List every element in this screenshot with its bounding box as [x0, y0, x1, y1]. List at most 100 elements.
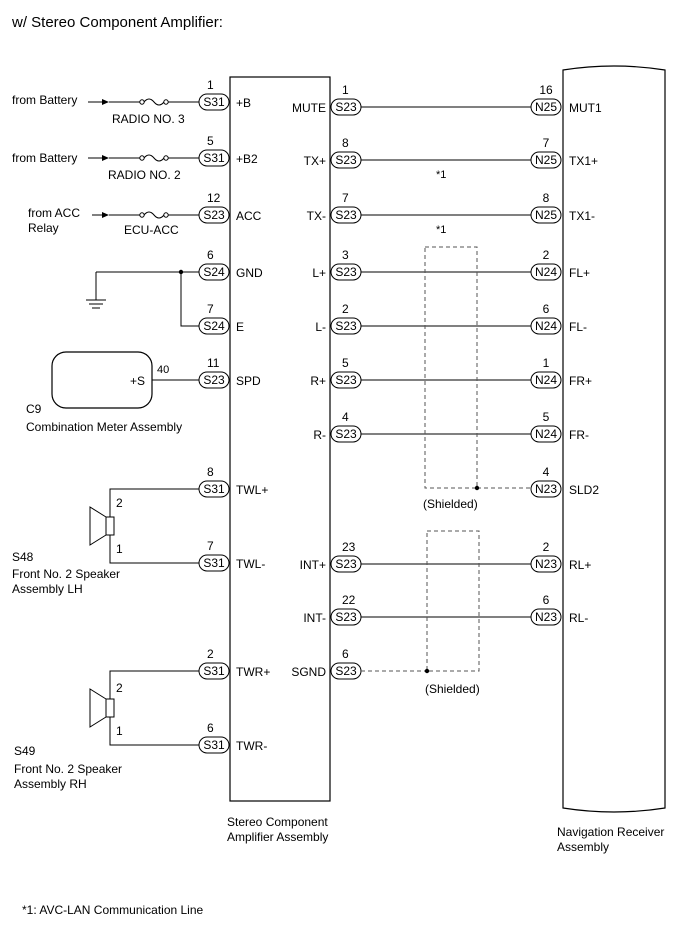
- nav-connector-0-code: N25: [535, 100, 557, 114]
- amp-right-pin-number-0: 1: [342, 83, 349, 97]
- amp-left-pin-label-5: SPD: [236, 374, 261, 388]
- amp-right-pin-number-9: 6: [342, 647, 349, 661]
- meter-name: Combination Meter Assembly: [26, 420, 182, 434]
- ground-e-wire: [180, 272, 199, 327]
- nav-pin-label-3: FL+: [569, 266, 590, 280]
- fuse-icon-2: [143, 211, 165, 219]
- nav-pin-number-1: 7: [543, 136, 550, 150]
- receiver-name-line1: Navigation Receiver: [557, 825, 664, 839]
- amp-left-connector-6-code: S31: [203, 482, 225, 496]
- power-source-3-line2: Relay: [28, 221, 59, 235]
- speaker-lh-minus-wire: [109, 535, 199, 564]
- amp-left-pin-label-7: TWL-: [236, 557, 265, 571]
- speaker-rh-pin-top: 2: [116, 681, 123, 695]
- amp-right-pin-label-5: R+: [310, 374, 326, 388]
- amp-right-pin-label-9: SGND: [291, 665, 326, 679]
- fuse-radio-no2-label: RADIO NO. 2: [108, 168, 181, 182]
- amplifier-name-line2: Amplifier Assembly: [227, 830, 328, 844]
- speaker-rh-name-line2: Assembly RH: [14, 777, 87, 791]
- amp-left-pin-label-1: +B2: [236, 152, 258, 166]
- power-source-1: from Battery: [12, 93, 77, 107]
- amp-right-pin-number-4: 2: [342, 302, 349, 316]
- amp-left-pin-number-8: 2: [207, 647, 214, 661]
- nav-connector-7-code: N23: [535, 482, 557, 496]
- receiver-name-line2: Assembly: [557, 840, 609, 854]
- amp-right-connector-7-code: S23: [335, 557, 357, 571]
- speaker-lh-pin-bottom: 1: [116, 542, 123, 556]
- fuse-terminal-b-1: [163, 155, 169, 161]
- fuse-terminal-a-2: [139, 212, 145, 218]
- amp-right-pin-label-6: R-: [313, 428, 326, 442]
- footnote: *1: AVC-LAN Communication Line: [22, 903, 204, 917]
- nav-pin-label-5: FR+: [569, 374, 592, 388]
- shield-front-box: [424, 246, 478, 489]
- nav-pin-number-8: 2: [543, 540, 550, 554]
- amp-right-connector-8-code: S23: [335, 610, 357, 624]
- amp-left-connector-1-code: S31: [203, 151, 225, 165]
- generated-wiring: S311+BS315+B2S2312ACCS246GNDS247ES2311SP…: [88, 78, 602, 754]
- amp-left-connector-4-code: S24: [203, 319, 225, 333]
- nav-pin-number-9: 6: [543, 593, 550, 607]
- meter-code: C9: [26, 402, 42, 416]
- speaker-lh-pin-top: 2: [116, 496, 123, 510]
- amp-right-pin-label-8: INT-: [303, 611, 326, 625]
- amp-right-pin-label-0: MUTE: [292, 101, 326, 115]
- amp-left-pin-number-5: 11: [207, 356, 220, 370]
- speaker-rh-code: S49: [14, 744, 36, 758]
- stereo-component-amplifier-box: [229, 76, 331, 802]
- amp-left-pin-label-8: TWR+: [236, 665, 270, 679]
- amp-left-pin-label-6: TWL+: [236, 483, 268, 497]
- nav-pin-number-0: 16: [539, 83, 553, 97]
- amp-right-connector-9-code: S23: [335, 664, 357, 678]
- meter-pin-label: +S: [130, 374, 145, 388]
- amp-left-pin-number-7: 7: [207, 539, 214, 553]
- speaker-lh-name-line2: Assembly LH: [12, 582, 83, 596]
- diagram-title: w/ Stereo Component Amplifier:: [11, 14, 223, 31]
- speaker-lh-code: S48: [12, 550, 34, 564]
- nav-pin-number-5: 1: [543, 356, 550, 370]
- nav-pin-label-8: RL+: [569, 558, 591, 572]
- fuse-radio-no3-label: RADIO NO. 3: [112, 112, 185, 126]
- amp-right-pin-number-6: 4: [342, 410, 349, 424]
- amp-left-pin-number-0: 1: [207, 78, 214, 92]
- nav-pin-number-2: 8: [543, 191, 550, 205]
- amp-left-pin-number-6: 8: [207, 465, 214, 479]
- amp-right-pin-number-2: 7: [342, 191, 349, 205]
- nav-connector-5-code: N24: [535, 373, 557, 387]
- nav-pin-number-7: 4: [543, 465, 550, 479]
- amp-right-pin-number-1: 8: [342, 136, 349, 150]
- wire-note-tx-plus: *1: [436, 169, 446, 181]
- amp-right-pin-label-3: L+: [312, 266, 326, 280]
- amp-left-connector-7-code: S31: [203, 556, 225, 570]
- nav-connector-1-code: N25: [535, 153, 557, 167]
- fuse-terminal-a-0: [139, 99, 145, 105]
- nav-pin-label-6: FR-: [569, 428, 589, 442]
- amp-right-connector-1-code: S23: [335, 153, 357, 167]
- ground-icon: [86, 272, 106, 309]
- amp-right-pin-label-7: INT+: [300, 558, 326, 572]
- nav-pin-label-9: RL-: [569, 611, 588, 625]
- nav-pin-label-4: FL-: [569, 320, 587, 334]
- shield-label-rear: (Shielded): [425, 682, 480, 696]
- amp-left-pin-label-9: TWR-: [236, 739, 267, 753]
- fuse-ecu-acc-label: ECU-ACC: [124, 223, 179, 237]
- nav-connector-6-code: N24: [535, 427, 557, 441]
- amp-right-connector-4-code: S23: [335, 319, 357, 333]
- amp-left-connector-8-code: S31: [203, 664, 225, 678]
- fuse-icon-0: [143, 98, 165, 106]
- amp-left-connector-3-code: S24: [203, 265, 225, 279]
- amp-left-pin-number-2: 12: [207, 191, 221, 205]
- nav-pin-label-0: MUT1: [569, 101, 602, 115]
- nav-connector-9-code: N23: [535, 610, 557, 624]
- amp-left-connector-9-code: S31: [203, 738, 225, 752]
- speaker-rh-minus-wire: [109, 717, 199, 746]
- nav-connector-3-code: N24: [535, 265, 557, 279]
- amp-right-pin-label-4: L-: [315, 320, 326, 334]
- arrow-right-icon-2: [102, 212, 109, 218]
- meter-pin-number: 40: [157, 364, 169, 376]
- speaker-rh-pin-bottom: 1: [116, 724, 123, 738]
- fuse-terminal-a-1: [139, 155, 145, 161]
- shield-rear-junction: [424, 668, 430, 674]
- speaker-rh-name-line1: Front No. 2 Speaker: [14, 762, 122, 776]
